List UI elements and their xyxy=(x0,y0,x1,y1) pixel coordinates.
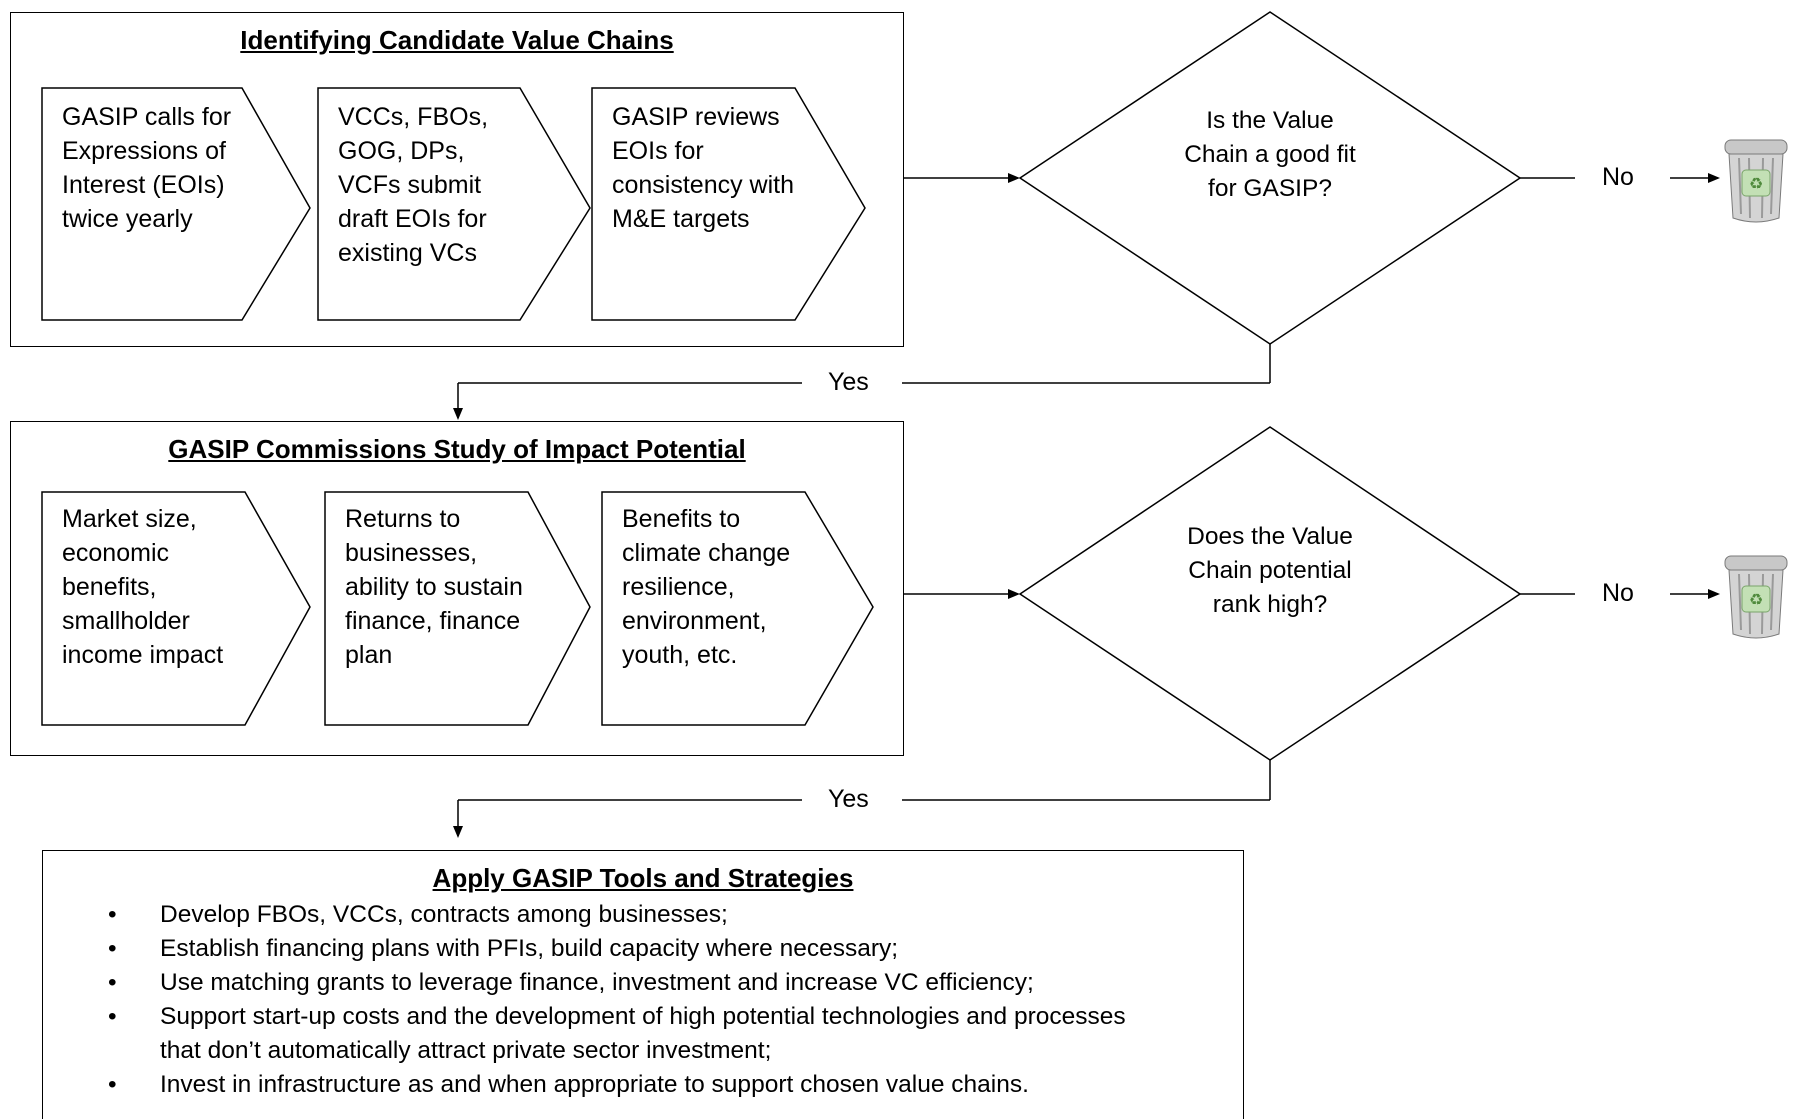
list-item-text: Invest in infrastructure as and when app… xyxy=(160,1071,1029,1098)
bullet-icon: • xyxy=(108,1071,117,1098)
section-identifying-value-chains: Identifying Candidate Value Chains xyxy=(10,12,904,347)
step-text: Returns to businesses, ability to sustai… xyxy=(345,505,523,669)
decision-question: Is the Value Chain a good fit for GASIP? xyxy=(1184,107,1356,202)
bullet-icon: • xyxy=(108,901,117,928)
bullet-icon: • xyxy=(108,1003,117,1030)
step-chevron-3 xyxy=(591,87,866,321)
list-item: • Develop FBOs, VCCs, contracts among bus… xyxy=(108,898,1260,932)
step-text: GASIP reviews EOIs for consistency with … xyxy=(612,103,795,233)
bullet-icon: • xyxy=(108,935,117,962)
no-label: No xyxy=(1596,163,1640,192)
svg-text:♻: ♻ xyxy=(1749,174,1763,193)
yes-label: Yes xyxy=(822,368,875,397)
list-item-text: Establish financing plans with PFIs, bui… xyxy=(160,935,899,962)
step-chevron-5 xyxy=(324,491,591,726)
list-item: • Support start-up costs and the developm… xyxy=(108,1000,1260,1068)
step-text: Benefits to climate change resilience, e… xyxy=(622,505,791,669)
section-title: Apply GASIP Tools and Strategies xyxy=(432,863,854,893)
section-study-impact-potential: GASIP Commissions Study of Impact Potent… xyxy=(10,421,904,756)
step-text: VCCs, FBOs, GOG, DPs, VCFs submit draft … xyxy=(338,103,489,267)
list-item-text: Use matching grants to leverage finance,… xyxy=(160,969,1034,996)
list-item: • Establish financing plans with PFIs, bu… xyxy=(108,932,1260,966)
list-item-text: Support start-up costs and the developme… xyxy=(160,1003,1126,1064)
list-item: • Use matching grants to leverage finance… xyxy=(108,966,1260,1000)
yes-label: Yes xyxy=(822,785,875,814)
strategy-list: • Develop FBOs, VCCs, contracts among bus… xyxy=(108,898,1260,1102)
svg-text:♻: ♻ xyxy=(1749,590,1763,609)
section-title: Identifying Candidate Value Chains xyxy=(240,25,674,55)
step-text: GASIP calls for Expressions of Interest … xyxy=(62,103,232,233)
step-chevron-1 xyxy=(41,87,311,321)
section-title: GASIP Commissions Study of Impact Potent… xyxy=(168,434,746,464)
list-item: • Invest in infrastructure as and when ap… xyxy=(108,1068,1260,1102)
decision-question: Does the Value Chain potential rank high… xyxy=(1187,523,1353,618)
bullet-icon: • xyxy=(108,969,117,996)
step-chevron-2 xyxy=(317,87,591,321)
step-chevron-4 xyxy=(41,491,311,726)
section-apply-tools-strategies: Apply GASIP Tools and Strategies xyxy=(42,850,1244,1119)
recycle-bin-icon: ♻ xyxy=(1724,555,1788,639)
recycle-bin-icon: ♻ xyxy=(1724,139,1788,223)
no-label: No xyxy=(1596,579,1640,608)
step-text: Market size, economic benefits, smallhol… xyxy=(62,505,224,669)
step-chevron-6 xyxy=(601,491,874,726)
list-item-text: Develop FBOs, VCCs, contracts among busi… xyxy=(160,901,728,928)
